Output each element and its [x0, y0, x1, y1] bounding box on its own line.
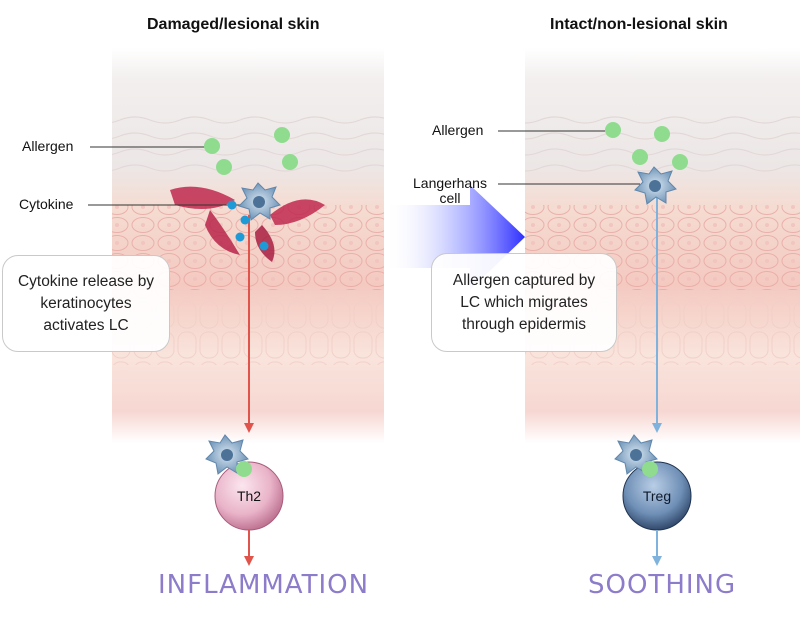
right-langerhans-cell	[634, 166, 677, 205]
left-migration-arrow	[244, 215, 254, 433]
left-allergen-label: Allergen	[22, 138, 74, 154]
damaged-keratinocyte	[170, 186, 325, 262]
right-migration-arrow	[652, 195, 662, 433]
right-allergen-label: Allergen	[432, 122, 484, 138]
right-skin-section	[525, 48, 800, 443]
langerhans-label: Langerhans cell	[413, 175, 487, 206]
right-panel-title: Intact/non-lesional skin	[550, 16, 728, 33]
left-panel-title: Damaged/lesional skin	[147, 16, 320, 33]
left-lower-langerhans-cell	[205, 434, 252, 477]
cytokine-dots	[227, 200, 269, 251]
inflammation-label: INFLAMMATION	[158, 570, 370, 600]
cytokine-label: Cytokine	[19, 196, 74, 212]
right-callout: Allergen captured by LC which migrates t…	[431, 253, 617, 352]
right-allergens	[605, 122, 688, 170]
left-allergens	[204, 127, 298, 175]
treg-label: Treg	[642, 488, 672, 504]
soothing-label: SOOTHING	[588, 570, 737, 600]
left-outcome-arrow	[244, 530, 254, 566]
right-lower-langerhans-cell	[614, 434, 658, 477]
right-outcome-arrow	[652, 530, 662, 566]
th2-label: Th2	[236, 488, 262, 504]
left-langerhans-cell	[238, 182, 281, 221]
left-callout: Cytokine release by keratinocytes activa…	[2, 255, 170, 352]
